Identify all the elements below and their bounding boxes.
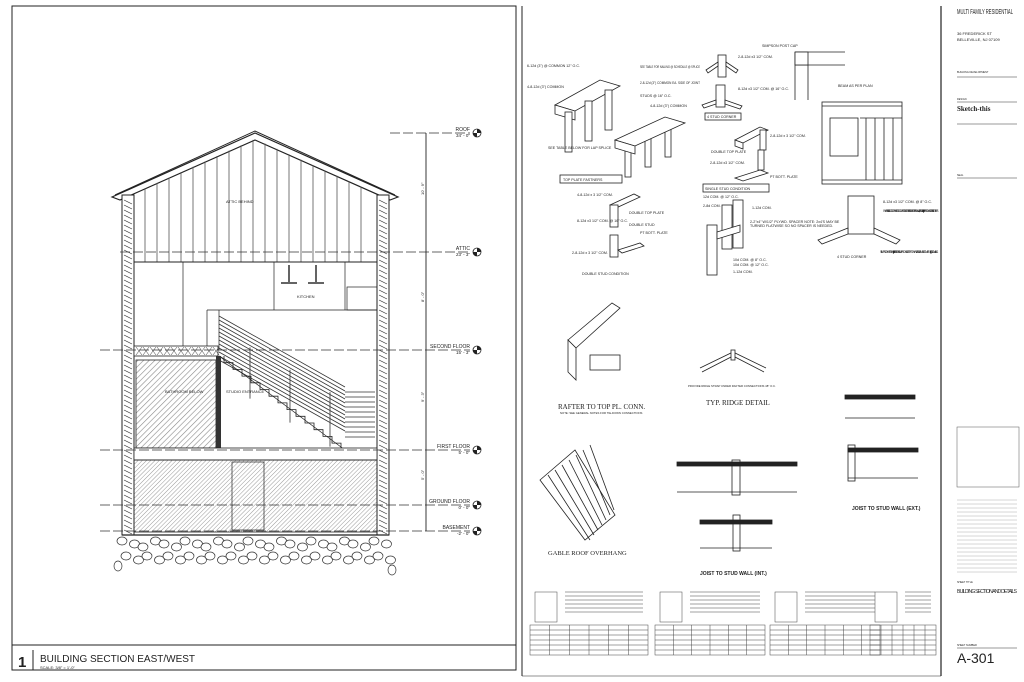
- detail-note: PT BOTT. PLATE: [770, 175, 798, 179]
- detail-note: 2-8-12d x 3 1/2" COM.: [572, 251, 608, 255]
- level-name: SECOND FLOOR: [430, 344, 470, 350]
- dimension-label: 8' - 0": [420, 291, 425, 302]
- detail-gable-overhang: [539, 444, 616, 541]
- detail-note: DOUBLE TOP PLATE: [629, 211, 665, 215]
- detail-rafter-to-top-plate: [567, 302, 621, 381]
- detail-title: 4 STUD CORNER: [837, 255, 867, 259]
- sheet-number: A-301: [957, 650, 995, 666]
- detail-post-cap: [794, 51, 845, 100]
- detail-joist-ext: [844, 394, 919, 482]
- detail-note: PT BOTT. PLATE: [640, 231, 668, 235]
- sheet-title-label: SHEET TITLE: [957, 581, 973, 584]
- detail-title: 4 STUD CORNER: [707, 115, 737, 119]
- detail-title: JOIST TO STUD WALL (INT.): [700, 571, 767, 577]
- detail-tee-intersection: [706, 199, 744, 276]
- sheet-title: BUILDING SECTION AND DETAILS: [957, 589, 1018, 595]
- level-name: GROUND FLOOR: [429, 499, 470, 505]
- detail-top-plate-fasteners: [553, 79, 687, 184]
- detail-4-stud-corner-small: [701, 54, 743, 121]
- nailing-schedule-tables: [529, 591, 937, 656]
- detail-note: 8-12d x3 1/2" COM. @ 16" O.C.: [738, 87, 789, 91]
- detail-title: SINGLE STUD CONDITION: [705, 187, 751, 191]
- detail-note: 10d COM. @ 12" O.C.: [733, 263, 769, 267]
- level-elevation: -2' - 0": [457, 531, 470, 536]
- detail-note: SEE TABLE FOR NAILING @ SCHEDULE @ SPLIC…: [640, 65, 700, 69]
- detail-note: STUDS @ 16" O.C.: [640, 94, 671, 98]
- detail-note: 2-2"x4" W/1/2" PLYWD. SPACER NOTE: 2x4'S…: [750, 220, 840, 229]
- section-scale: SCALE: 3/8" = 1'-0": [40, 665, 75, 670]
- detail-note: DOUBLE TOP PLATE: [711, 150, 747, 154]
- sheet-borders: [11, 5, 942, 677]
- detail-note: 10d COM. @ 8" O.C.: [733, 258, 767, 262]
- building-section: ATTIC BEHIND KITCHEN BATHROOM BELOW STUD…: [110, 130, 400, 576]
- beam-icon: [281, 265, 324, 284]
- section-title: BUILDING SECTION EAST/WEST: [40, 654, 195, 665]
- level-name: ROOF: [456, 127, 470, 133]
- seal-label: SEAL: [957, 174, 964, 177]
- level-elevation: 15' - 3": [456, 350, 470, 355]
- project-address-line: BELLEVILLE, NJ 07109: [957, 37, 1000, 42]
- detail-note: BEAM AS PER PLAN: [838, 84, 873, 88]
- detail-title: TYP. RIDGE DETAIL: [706, 399, 770, 407]
- detail-note: 4-8-12d x 3 1/2" COM.: [577, 193, 613, 197]
- detail-subtitle: PROVIDE RIDGE STRAP UNDER RAFTER CONNECT…: [688, 384, 776, 388]
- detail-note: 2-8-12d x3 1/2" COM.: [710, 161, 745, 165]
- detail-note: SEE TABLE BELOW FOR LAP SPLICE: [548, 146, 612, 150]
- level-elevation: 0' - 0": [459, 505, 471, 510]
- firm-logo: Sketch-this: [957, 105, 991, 113]
- level-elevation: 23' - 3": [456, 252, 470, 257]
- detail-note: 1-12d COM.: [733, 270, 753, 274]
- detail-title: JOIST TO STUD WALL (EXT.): [852, 506, 921, 512]
- dimension-labels: 10' - 9" 8' - 0" 9' - 3" 5' - 0": [420, 182, 425, 480]
- firm-label: DESIGN: [957, 98, 967, 101]
- owner-label: BUILDING DEVELOPMENT: [957, 71, 989, 74]
- spacer-note-box: 2-2"x4" W/1/2" PLYWD. SPACER NOTE: 2x4'S…: [750, 220, 840, 229]
- level-name: BASEMENT: [442, 525, 470, 531]
- detail-note: 4-8-12d (3") COMMON: [650, 104, 687, 108]
- dimension-label: 9' - 3": [420, 391, 425, 402]
- section-number: 1: [18, 654, 26, 671]
- detail-title: GABLE ROOF OVERHANG: [548, 550, 627, 557]
- detail-single-stud: [702, 126, 770, 193]
- detail-note: 4-8-12d (3") COMMON: [527, 85, 564, 89]
- detail-note: 2-8-12d x3 1/2" COM.: [738, 55, 773, 59]
- detail-note: 2-8-12d (3") COMMON EA. SIDE OF JOINT: [640, 81, 701, 85]
- detail-ridge: [699, 349, 767, 373]
- dimension-label: 5' - 0": [420, 469, 425, 480]
- room-label: STUDIO ENTRANCE: [226, 389, 265, 394]
- level-elevation: 5' - 0": [459, 450, 471, 455]
- detail-title: TOP PLATE FASTNERS: [563, 178, 603, 182]
- room-label: ATTIC BEHIND: [226, 199, 254, 204]
- detail-note: 2-8d COM.: [703, 204, 721, 208]
- detail-note: 12d COM. @ 12" O.C.: [703, 195, 739, 199]
- detail-note: 8-12d x3 1/2" COM. @ 16" O.C.: [577, 219, 628, 223]
- detail-double-stud: [609, 193, 645, 258]
- project-name: MULTI FAMILY RESIDENTIAL: [957, 7, 1013, 16]
- dimension-label: 10' - 9": [420, 182, 425, 195]
- level-elevation: 34' - 0": [456, 133, 470, 138]
- level-name: ATTIC: [456, 246, 470, 252]
- detail-title: DOUBLE STUD CONDITION: [582, 272, 629, 276]
- detail-wall-framing-elevation: [821, 101, 903, 185]
- level-name: FIRST FLOOR: [437, 444, 470, 450]
- room-label: BATHROOM BELOW: [165, 389, 204, 394]
- detail-subtitle: NOTE: SEE GENERAL NOTES FOR TIE-DOWN CON…: [560, 411, 642, 415]
- detail-note: SIMPSON HTT4 W/(1) 5/8" A.T.R. SET IN SI…: [880, 250, 939, 254]
- section-caption: 1 BUILDING SECTION EAST/WEST SCALE: 3/8"…: [18, 650, 195, 671]
- room-label: KITCHEN: [297, 294, 315, 299]
- detail-note: SIMPSON POST CAP: [762, 44, 798, 48]
- sheet-number-label: SHEET NUMBER: [957, 644, 977, 647]
- detail-joist-int: [676, 459, 798, 552]
- detail-note: 8-12d x3 1/2" COM. @ 8" O.C.: [883, 200, 932, 204]
- detail-note: 1-12d COM.: [752, 206, 772, 210]
- title-block: MULTI FAMILY RESIDENTIAL 36 FREDERICK ST…: [956, 7, 1020, 666]
- project-address-line: 36 FREDERICK ST: [957, 31, 992, 36]
- detail-note: 6-12d (3") @ COMMON 12" O.C.: [527, 64, 580, 68]
- detail-title: RAFTER TO TOP PL. CONN.: [558, 403, 645, 411]
- detail-4-stud-corner-large: [817, 195, 901, 245]
- detail-note: DOUBLE STUD: [629, 223, 655, 227]
- detail-note: 2-8-12d x 3 1/2" COM.: [770, 134, 806, 138]
- detail-note: WHEN 4-STUD CORNER OCCURS ON TOP OF GIRD…: [883, 209, 939, 213]
